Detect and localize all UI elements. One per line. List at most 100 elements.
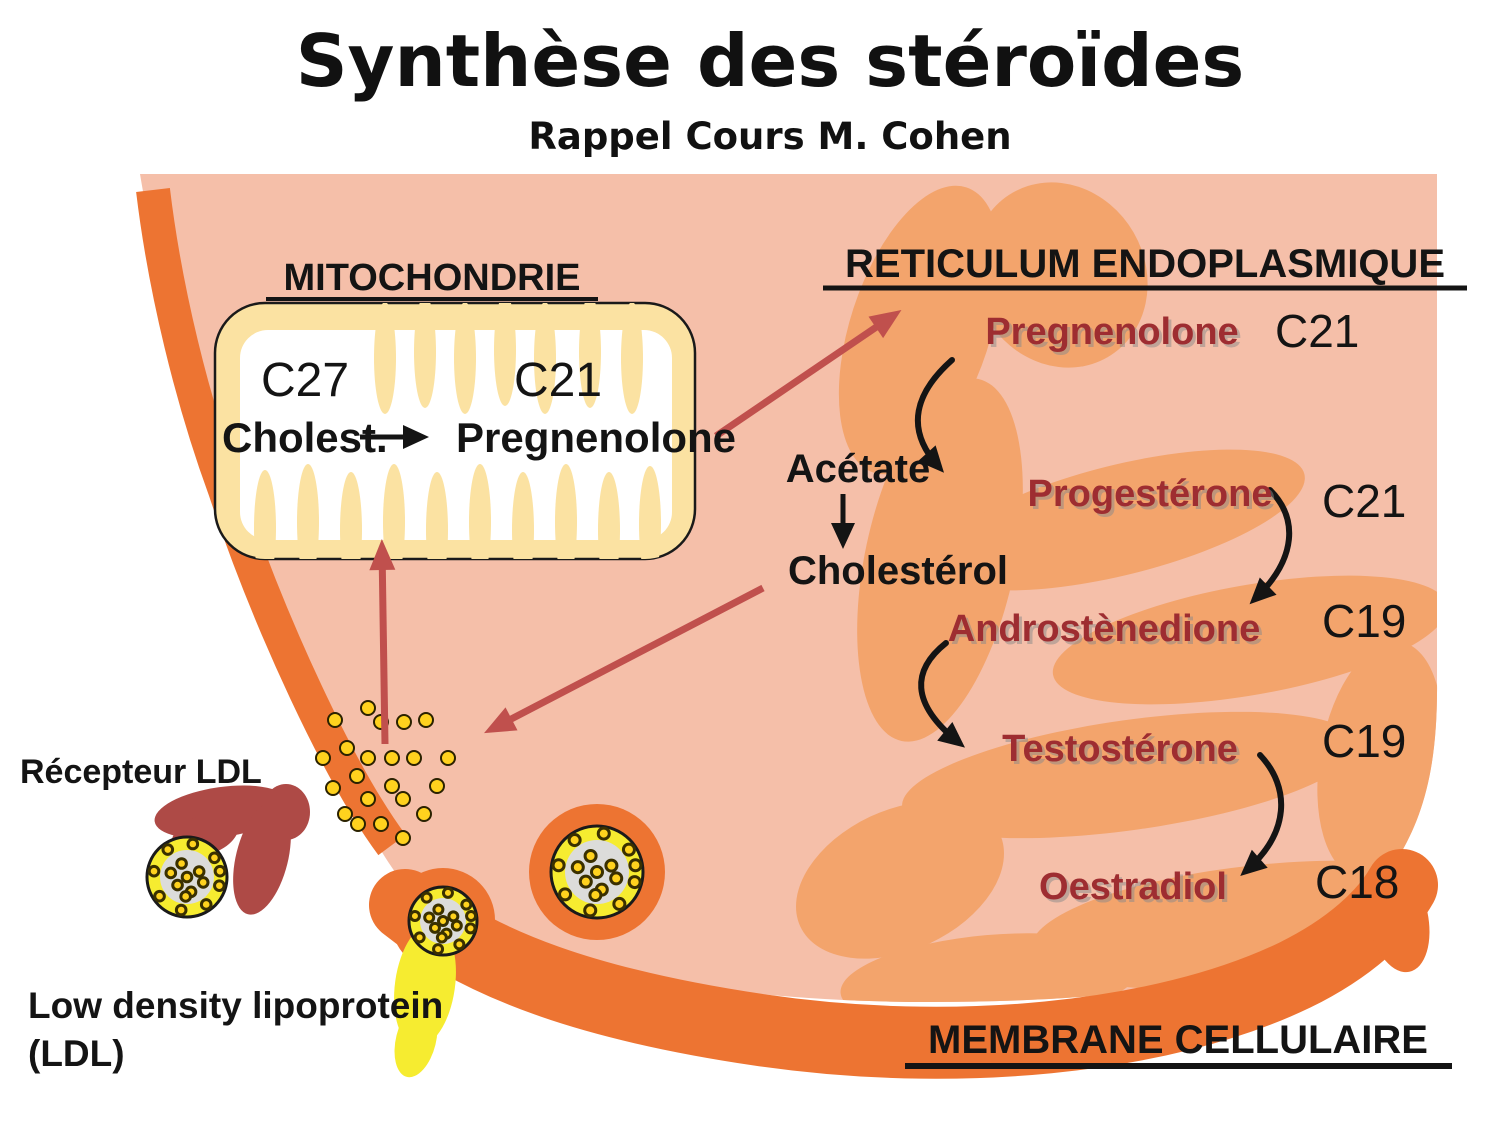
cholesterol-dot [350,816,366,832]
pathway-steps: Pregnenolone Pregnenolone Progestérone P… [948,311,1276,911]
ldl-receptor-label: Récepteur LDL [20,753,262,791]
pregnenolone-shadow: Pregnenolone [988,314,1241,356]
cholesterol-dot [432,903,445,916]
cholesterol-dot [558,887,573,902]
cholesterol-dot [628,858,643,873]
cholesterol-dot [578,874,593,889]
cholesterol-dot [418,712,434,728]
cholesterol-dot [174,903,188,917]
androstenedione-shadow: Androstènedione [951,611,1263,653]
cholesterol-dot [627,875,642,890]
oestradiol-label: Oestradiol [1039,866,1227,908]
cholesterol-dot [609,871,624,886]
cholesterol-dot [464,922,477,935]
cholesterol-dot [161,843,175,856]
cholesterol-dot [465,910,478,923]
er-heading: RETICULUM ENDOPLASMIQUE [845,242,1445,286]
ldl-particles [145,824,645,957]
cholesterol-dot [147,864,161,878]
cholesterol-dot [413,931,426,944]
c19-label-2: C19 [1322,715,1406,767]
cholesterol-dot [612,896,627,911]
cholesterol-dot [171,878,184,892]
cholesterol-dot [583,848,598,864]
ldl-label-line2: (LDL) [28,1033,125,1074]
cholesterol-dot [588,888,603,903]
mitochondrion-heading: MITOCHONDRIE [284,257,581,299]
arrow-progesterone-to-androstenedione [1249,487,1293,605]
cholesterol-dot [360,791,376,807]
arrow-androstenedione-to-testosterone [918,640,965,748]
cholesterol-dot [153,889,166,903]
cholesterol-dot [360,700,376,716]
c21-label-1: C21 [1275,305,1359,357]
cholesterol-dot [395,830,411,846]
cholesterol-dot [186,837,200,851]
arrow-pregnenolone-to-er [714,309,902,439]
cholesterol-dot [423,911,436,924]
acetate-label: Acétate [786,447,931,491]
cholesterol-dot [384,750,400,766]
cholesterol-dot [406,750,422,766]
cholesterol-dot [440,750,456,766]
cholesterol-dot [384,778,400,794]
cholesterol-dot [447,910,460,923]
arrow-cholesterol-to-dots [484,584,765,734]
cholesterol-dot [175,857,188,870]
mitochondrion-cristae [240,303,672,559]
ldl-label-line1: Low density lipoprotein [28,985,443,1026]
cholesterol-dot [420,891,433,904]
oestradiol-shadow: Oestradiol [1042,869,1230,911]
cholesterol-dot [432,943,445,956]
cholesterol-dot [315,750,331,766]
arrow-cholesterol-to-mitochondrion [369,539,396,745]
cholesterol-dot [395,791,411,807]
mito-pregnenolone-label: Pregnenolone [456,414,736,461]
testosterone-label: Testostérone [1002,728,1238,770]
cholesterol-dot [437,915,449,927]
cholesterol-label: Cholestérol [788,549,1008,593]
arrow-testosterone-to-oestradiol [1240,752,1285,876]
cholesterol-dot [349,768,365,784]
cholesterol-dot [570,860,585,875]
free-cholesterol-dots [315,700,456,846]
mitochondrion [213,301,697,561]
cholesterol-dot [583,903,598,918]
mito-c27-label: C27 [261,354,349,407]
page-title: Synthèse des stéroïdes [296,19,1245,103]
cholesterol-dot [196,876,210,889]
c19-label-1: C19 [1322,595,1406,647]
c18-label: C18 [1315,856,1399,908]
cholesterol-dot [327,712,343,728]
cholesterol-dot [450,919,463,932]
ldl-particle [407,885,479,957]
cholesterol-dot [416,806,432,822]
mito-cholesterol-label: Cholest. [222,414,388,461]
cholesterol-dot [460,898,473,911]
cholesterol-dot [589,864,605,880]
cholesterol-dot [208,851,221,865]
cholesterol-dot [213,864,227,878]
ldl-particle [145,835,229,919]
mito-c21-label: C21 [514,354,602,407]
cholesterol-dot [339,740,355,756]
arrow-pregnenolone-to-progesterone [914,357,955,473]
pathway-carbon-numbers: C21 C21 C19 C19 C18 [1275,305,1406,908]
cholesterol-dot [213,879,226,892]
page-subtitle: Rappel Cours M. Cohen [528,115,1011,158]
cholesterol-dot [373,816,389,832]
cholesterol-dot [596,826,611,841]
cholesterol-dot [435,931,448,944]
androstenedione-label: Androstènedione [948,608,1260,650]
cholesterol-dot [441,886,454,899]
progesterone-label: Progestérone [1028,473,1273,515]
cholesterol-dot [360,750,376,766]
cholesterol-dot [179,890,192,903]
c21-label-2: C21 [1322,475,1406,527]
cholesterol-dot [551,858,566,873]
cholesterol-dot [429,778,445,794]
cholesterol-dot [428,921,441,934]
pregnenolone-label: Pregnenolone [985,311,1238,353]
